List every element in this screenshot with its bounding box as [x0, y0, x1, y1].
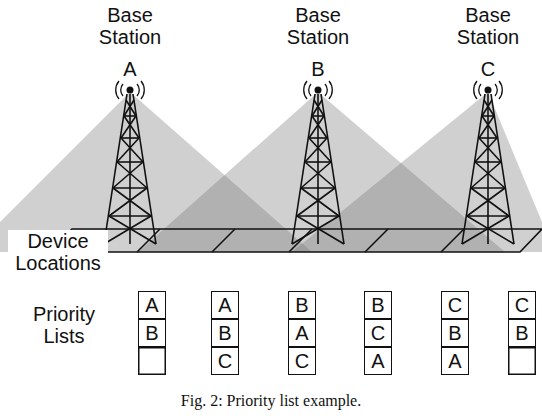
station-label: Base Station	[276, 4, 360, 48]
cell-text: A	[295, 322, 308, 345]
cell-text: B	[218, 322, 231, 345]
tower-b	[292, 81, 344, 244]
cell-text: A	[371, 350, 384, 373]
axis-label: Priority Lists	[16, 303, 112, 347]
list-cell: B	[441, 319, 469, 347]
empty-list-cells	[139, 348, 536, 375]
cell-text: B	[515, 322, 528, 345]
list-cell: A	[211, 291, 239, 319]
list-cell: B	[211, 319, 239, 347]
cell-text: A	[145, 294, 158, 317]
list-cell: C	[508, 291, 536, 319]
station-letter: A	[120, 58, 140, 80]
cell-text: C	[515, 294, 529, 317]
list-cell: B	[364, 291, 392, 319]
station-label: Base Station	[446, 4, 530, 48]
list-cell: C	[364, 319, 392, 347]
cell-text: C	[448, 294, 462, 317]
station-letter: B	[308, 58, 328, 80]
list-cell: B	[138, 319, 166, 347]
list-cell: A	[138, 291, 166, 319]
station-letter: C	[478, 58, 498, 80]
tower-c	[462, 81, 514, 244]
cell-text: A	[218, 294, 231, 317]
cell-text: B	[371, 294, 384, 317]
cell-text: B	[448, 322, 461, 345]
list-cell: C	[441, 291, 469, 319]
list-cell: C	[211, 347, 239, 375]
tower-a	[104, 81, 156, 244]
list-cell: A	[288, 319, 316, 347]
cell-text: C	[295, 350, 309, 373]
list-cell: B	[508, 319, 536, 347]
coverage-areas	[0, 92, 542, 252]
cell-text: C	[218, 350, 232, 373]
cell-text: B	[295, 294, 308, 317]
station-label: Base Station	[88, 4, 172, 48]
cell-text: C	[371, 322, 385, 345]
cell-text: B	[145, 322, 158, 345]
list-cell: A	[364, 347, 392, 375]
list-cell: C	[288, 347, 316, 375]
cell-text: A	[448, 350, 461, 373]
list-cell: A	[441, 347, 469, 375]
figure-caption: Fig. 2: Priority list example.	[181, 392, 361, 410]
axis-label: Device Locations	[8, 230, 108, 274]
list-cell: B	[288, 291, 316, 319]
